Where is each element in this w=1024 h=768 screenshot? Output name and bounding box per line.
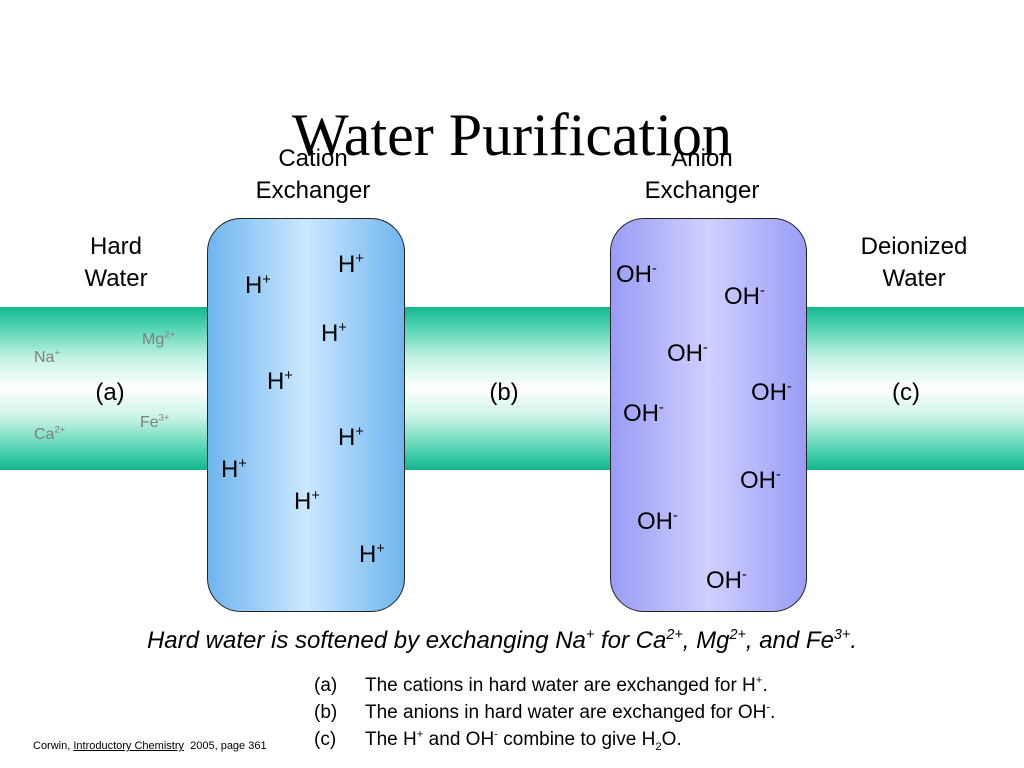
hydrogen-ion: H+: [294, 488, 320, 515]
anion-exchanger-column: [610, 218, 807, 612]
note-b: (b) The anions in hard water are exchang…: [314, 701, 776, 723]
softening-caption: Hard water is softened by exchanging Na+…: [146, 627, 858, 654]
magnesium-ion: Mg2+: [142, 329, 176, 348]
book-title: Introductory Chemistry: [73, 740, 184, 752]
calcium-ion: Ca2+: [34, 424, 66, 443]
cation-exchanger-label: Cation Exchanger: [255, 145, 371, 204]
hydrogen-ion: H+: [359, 541, 385, 568]
hydroxide-ion: OH-: [706, 567, 747, 594]
hydrogen-ion: H+: [338, 424, 364, 451]
hydroxide-ion: OH-: [724, 283, 765, 310]
hydroxide-ion: OH-: [751, 379, 792, 406]
hydrogen-ion: H+: [245, 272, 271, 299]
step-notes: (a) The cations in hard water are exchan…: [314, 672, 775, 753]
citation: Corwin, Introductory Chemistry 2005, pag…: [33, 740, 267, 752]
note-a: (a) The cations in hard water are exchan…: [314, 674, 768, 696]
cation-exchanger-column: [207, 218, 405, 612]
hydrogen-ion: H+: [267, 368, 293, 395]
page-title: Water Purification: [291, 102, 732, 168]
hard-water-label: Hard Water: [84, 233, 148, 292]
iron-ion: Fe3+: [140, 412, 170, 431]
hydroxide-ion: OH-: [616, 261, 657, 288]
hydroxide-ion: OH-: [637, 508, 678, 535]
stage-c-label: (c): [892, 379, 920, 406]
hydrogen-ion: H+: [338, 251, 364, 278]
hydroxide-ion: OH-: [740, 467, 781, 494]
deionized-water-label: Deionized Water: [860, 233, 968, 292]
hydrogen-ion: H+: [321, 320, 347, 347]
stage-b-label: (b): [489, 379, 519, 406]
stage-a-label: (a): [95, 379, 125, 406]
water-pipe: [0, 307, 1024, 470]
hydrogen-ion: H+: [221, 456, 247, 483]
hydroxide-ion: OH-: [667, 340, 708, 367]
hydroxide-ion: OH-: [623, 400, 664, 427]
sodium-ion: Na+: [34, 347, 61, 366]
anion-exchanger-label: Anion Exchanger: [644, 145, 760, 204]
note-c: (c) The H+ and OH- combine to give H2O.: [314, 728, 682, 753]
